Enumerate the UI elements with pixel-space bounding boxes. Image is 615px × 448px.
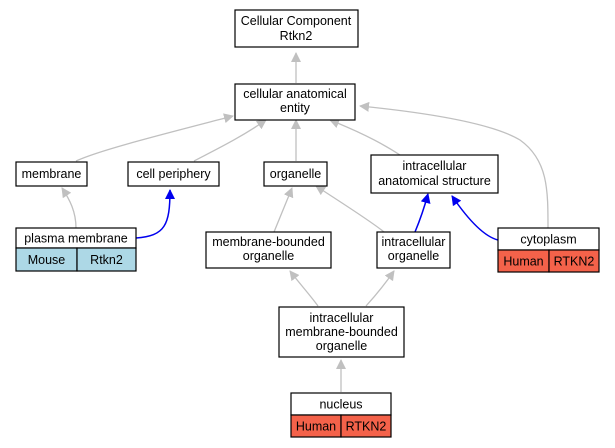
edge-imbo-io [365, 270, 395, 307]
gene-cell [340, 414, 392, 438]
node-label: membrane [22, 167, 82, 181]
node-intracellular-organelle[interactable]: intracellular organelle [376, 231, 451, 269]
edge-io-organelle [315, 185, 385, 233]
node-label: cytoplasm [520, 233, 576, 247]
node-label: plasma membrane [24, 232, 128, 246]
node-cell-periphery[interactable]: cell periphery [127, 161, 220, 187]
node-label-line3: organelle [316, 339, 367, 353]
node-label: nucleus [319, 398, 362, 412]
edge-cytoplasm-cae [359, 101, 549, 229]
node-label-line1: intracellular [403, 159, 467, 173]
node-label-line1: intracellular [310, 311, 374, 325]
node-cellular-anatomical-entity[interactable]: cellular anatomical entity [234, 83, 356, 121]
node-plasma-membrane[interactable]: plasma membrane Mouse Rtkn2 [15, 227, 137, 272]
node-intracellular-anatomical-structure[interactable]: intracellular anatomical structure [370, 154, 499, 194]
node-label-line1: cellular anatomical [243, 87, 347, 101]
node-organelle[interactable]: organelle [263, 161, 328, 187]
node-nucleus[interactable]: nucleus Human RTKN2 [290, 392, 392, 438]
edges [61, 52, 549, 392]
node-label-line2: organelle [243, 249, 294, 263]
edge-io-ias [414, 193, 431, 233]
edge-plasmamembrane-cellperiphery [135, 189, 175, 239]
edge-membrane-cae [75, 113, 234, 162]
node-gene: Rtkn2 [280, 29, 313, 43]
node-intracellular-membrane-bounded-organelle[interactable]: intracellular membrane-bounded organelle [278, 306, 405, 358]
node-label-line2: organelle [388, 249, 439, 263]
species-label: Human [296, 420, 336, 434]
edge-imbo-mbo [289, 270, 319, 307]
node-label-line1: membrane-bounded [212, 235, 325, 249]
node-label: organelle [270, 167, 321, 181]
gene-label: RTKN2 [554, 255, 595, 269]
node-label-line1: intracellular [382, 235, 446, 249]
node-cellular-component-root[interactable]: Cellular Component Rtkn2 [234, 9, 359, 48]
gene-cell [76, 247, 137, 272]
node-title: Cellular Component [241, 14, 352, 28]
edge-mbo-organelle [273, 187, 294, 233]
node-label: cell periphery [136, 167, 211, 181]
edge-ias-cae [329, 118, 401, 156]
species-label: Mouse [28, 253, 66, 267]
node-cytoplasm[interactable]: cytoplasm Human RTKN2 [497, 227, 600, 273]
edge-plasmamembrane-membrane [61, 187, 77, 229]
gene-label: Rtkn2 [90, 253, 123, 267]
node-label-line2: membrane-bounded [285, 325, 398, 339]
edge-cytoplasm-ias [451, 195, 499, 241]
node-membrane-bounded-organelle[interactable]: membrane-bounded organelle [205, 231, 332, 269]
node-label-line2: anatomical structure [378, 174, 491, 188]
edge-cellperiphery-cae [193, 119, 267, 162]
node-membrane[interactable]: membrane [15, 161, 88, 187]
species-label: Human [503, 255, 543, 269]
gene-label: RTKN2 [346, 420, 387, 434]
gene-cell [548, 249, 600, 273]
node-label-line2: entity [280, 101, 311, 115]
